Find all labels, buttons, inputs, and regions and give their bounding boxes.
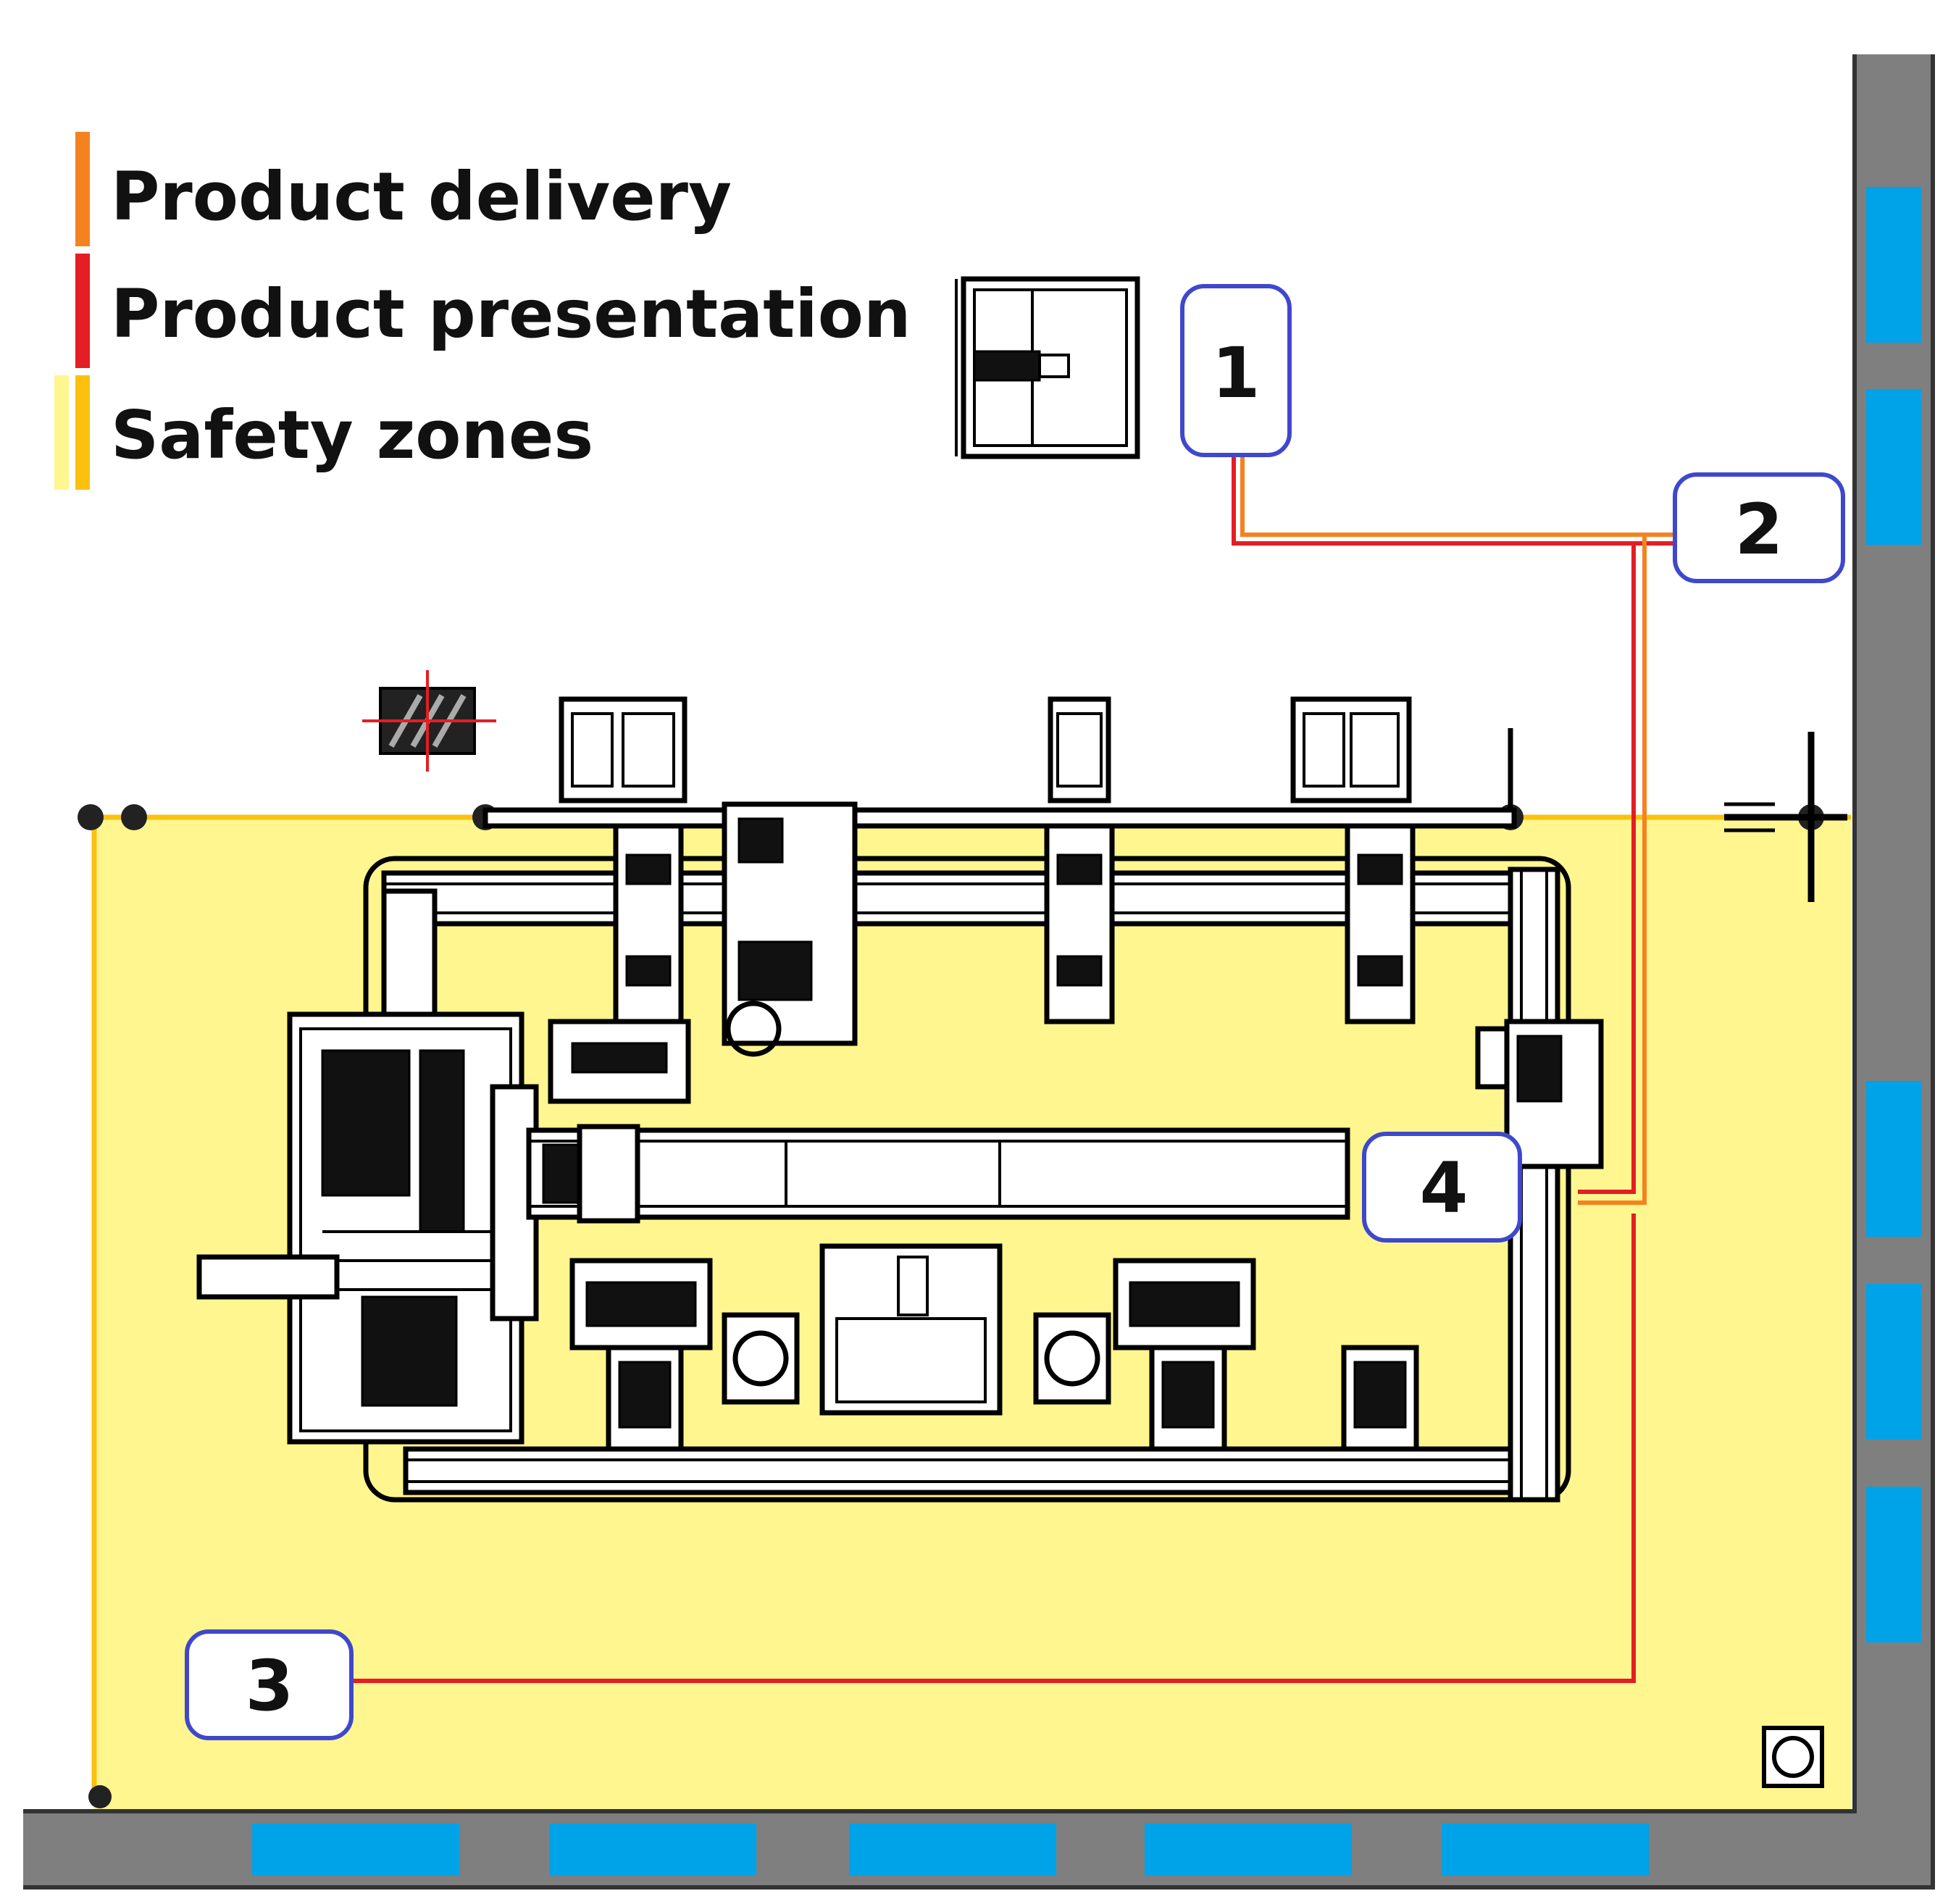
route-product-presentation-1-2 — [1232, 455, 1675, 546]
left-cell — [196, 1011, 539, 1445]
callout-2-box — [1673, 472, 1845, 583]
window-right-2 — [1866, 389, 1921, 545]
bottom-station-4 — [1341, 1345, 1419, 1452]
standalone-machine — [955, 276, 1140, 459]
callout-3-box — [185, 1629, 354, 1740]
window-right-1 — [1866, 187, 1921, 343]
bottom-station-1 — [569, 1258, 713, 1452]
top-station-1 — [559, 696, 687, 1024]
window-bottom-4 — [1145, 1824, 1352, 1876]
callout-1: 1 — [1180, 284, 1292, 457]
middle-conveyor — [526, 1124, 1350, 1224]
callout-1-box — [1180, 284, 1292, 457]
machine-layout — [196, 696, 1604, 1503]
window-right-5 — [1866, 1487, 1921, 1642]
callout-4: 4 — [1362, 1132, 1522, 1243]
legend-swatch-safety-zones-light — [54, 375, 69, 490]
tray-unit — [548, 1019, 691, 1104]
route-product-presentation-4-3 — [351, 1214, 1636, 1683]
callout-3: 3 — [185, 1629, 354, 1740]
callout-3-label: 3 — [246, 1645, 294, 1726]
top-station-center — [722, 801, 858, 1057]
wall-inner-edge — [23, 54, 1857, 1813]
callout-2: 2 — [1673, 472, 1845, 583]
top-station-2 — [1044, 696, 1115, 1024]
callout-4-label: 4 — [1420, 1148, 1468, 1229]
legend-swatch-product-delivery — [75, 132, 90, 246]
window-bottom-1 — [252, 1824, 459, 1876]
bottom-station-2 — [722, 1243, 1111, 1416]
legend-swatch-safety-zones — [75, 375, 90, 490]
callout-4-box — [1362, 1132, 1522, 1243]
routes — [351, 455, 1675, 1683]
window-bottom-2 — [549, 1824, 756, 1876]
fire-extinguisher-icon — [362, 670, 496, 772]
legend: Product delivery Product presentation Sa… — [54, 132, 911, 490]
legend-swatch-product-presentation — [75, 254, 90, 368]
legend-label-safety-zones: Safety zones — [111, 396, 593, 474]
bottom-station-3 — [1113, 1258, 1256, 1452]
callout-2-label: 2 — [1735, 489, 1784, 570]
window-bottom-5 — [1442, 1824, 1649, 1876]
wall-outer-edge — [23, 54, 1935, 1890]
window-right-3 — [1866, 1081, 1921, 1237]
legend-label-product-presentation: Product presentation — [111, 275, 911, 353]
legend-label-product-delivery: Product delivery — [111, 158, 732, 235]
top-station-3 — [1290, 696, 1416, 1024]
window-bottom-3 — [849, 1824, 1056, 1876]
cabinet-icon — [1762, 1726, 1824, 1788]
route-product-delivery-1-2 — [1240, 455, 1675, 537]
callout-1-label: 1 — [1212, 333, 1261, 414]
route-product-presentation-2-4 — [1578, 543, 1636, 1194]
window-right-4 — [1866, 1284, 1921, 1440]
route-product-delivery-2-4 — [1578, 535, 1647, 1205]
building-walls — [23, 54, 1935, 1890]
